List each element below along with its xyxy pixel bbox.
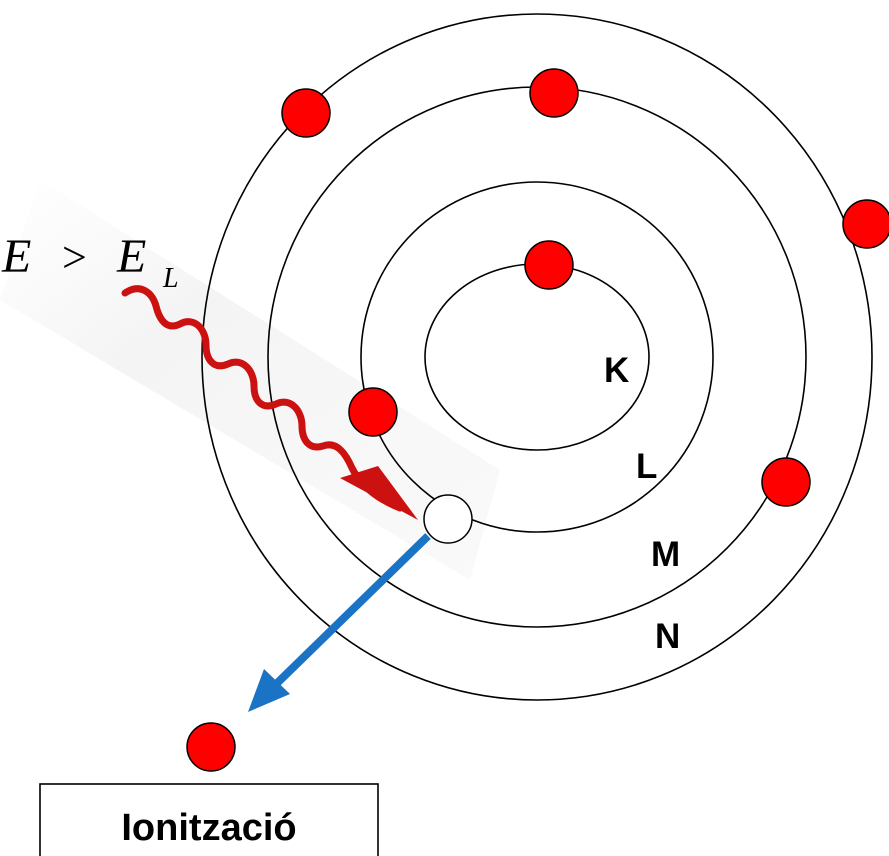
ejection-arrow bbox=[268, 536, 428, 692]
ionization-label: Ionització bbox=[121, 807, 296, 849]
energy-symbol: E bbox=[1, 230, 31, 283]
shell-label-m: M bbox=[651, 535, 680, 574]
orbit-m bbox=[268, 87, 806, 627]
vacancy-hole bbox=[424, 495, 472, 543]
electron-n-top-left bbox=[282, 89, 330, 137]
electron-l-left bbox=[349, 388, 397, 436]
shell-label-k: K bbox=[604, 351, 629, 390]
electron-m-right bbox=[762, 458, 810, 506]
electron-n-right bbox=[843, 200, 889, 248]
shell-label-l: L bbox=[636, 447, 657, 486]
electron-k bbox=[525, 241, 573, 289]
threshold-energy-symbol: E bbox=[116, 230, 146, 283]
shell-label-n: N bbox=[655, 617, 680, 656]
greater-than-symbol: > bbox=[62, 233, 87, 282]
ejected-electron bbox=[187, 723, 235, 771]
threshold-subscript: L bbox=[162, 263, 179, 294]
electron-m-top bbox=[530, 69, 578, 117]
